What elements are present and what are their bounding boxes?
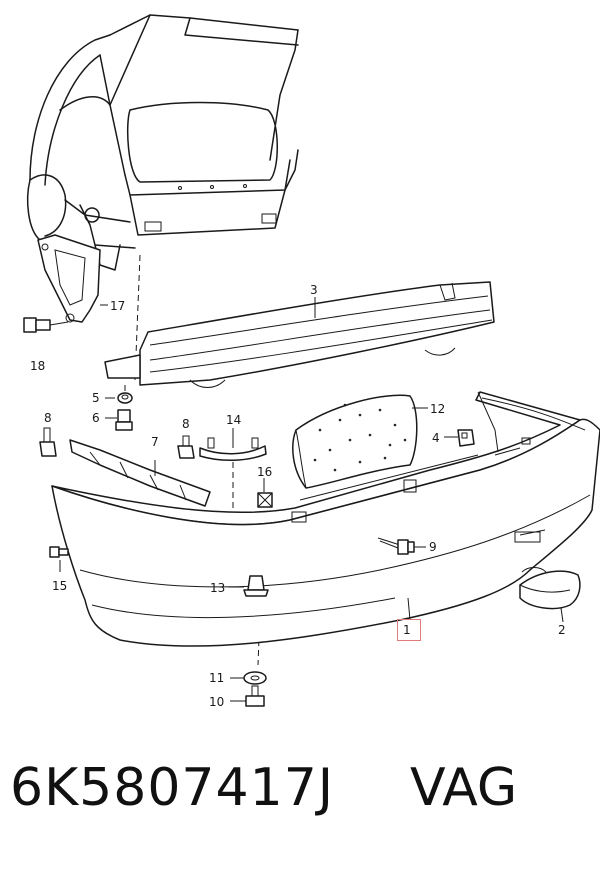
tow-cover-2 <box>519 567 581 610</box>
side-bracket-17 <box>37 234 101 323</box>
callout-18: 18 <box>30 359 45 373</box>
callout-11: 11 <box>209 671 224 685</box>
callout-12: 12 <box>430 402 445 416</box>
callout-7: 7 <box>151 435 159 449</box>
callout-15: 15 <box>52 579 67 593</box>
callout-4: 4 <box>432 431 440 445</box>
highlight-box-callout-1 <box>397 619 421 641</box>
callout-9: 9 <box>429 540 437 554</box>
callout-8-center: 8 <box>182 417 190 431</box>
part-number-caption: 6K5807417J <box>10 758 335 818</box>
car-body <box>26 14 299 271</box>
screw-10 <box>245 685 265 707</box>
callout-16: 16 <box>257 465 272 479</box>
clip-4 <box>457 429 475 447</box>
callout-8-left: 8 <box>44 411 52 425</box>
bumper-cover-1 <box>51 391 600 647</box>
bolt-15 <box>49 546 69 558</box>
callout-14: 14 <box>226 413 241 427</box>
foam-absorber-12 <box>292 394 418 489</box>
callout-6: 6 <box>92 411 100 425</box>
callout-17: 17 <box>110 299 125 313</box>
nut-5 <box>117 392 133 404</box>
callout-2: 2 <box>558 623 566 637</box>
screw-6 <box>115 409 133 431</box>
callout-13: 13 <box>210 581 225 595</box>
callout-10: 10 <box>209 695 224 709</box>
callout-3: 3 <box>310 283 318 297</box>
guide-7 <box>69 439 211 507</box>
brand-caption: VAG <box>410 758 518 818</box>
callout-5: 5 <box>92 391 100 405</box>
washer-11 <box>243 671 267 685</box>
clip-8-left <box>39 427 57 457</box>
clip-13 <box>243 575 269 597</box>
square-16 <box>257 492 273 508</box>
impact-absorber-3 <box>104 281 495 388</box>
clip-8-center <box>177 435 195 459</box>
strip-14 <box>199 437 267 462</box>
bolt-18 <box>23 317 69 333</box>
callout-1: 1 <box>403 623 411 637</box>
